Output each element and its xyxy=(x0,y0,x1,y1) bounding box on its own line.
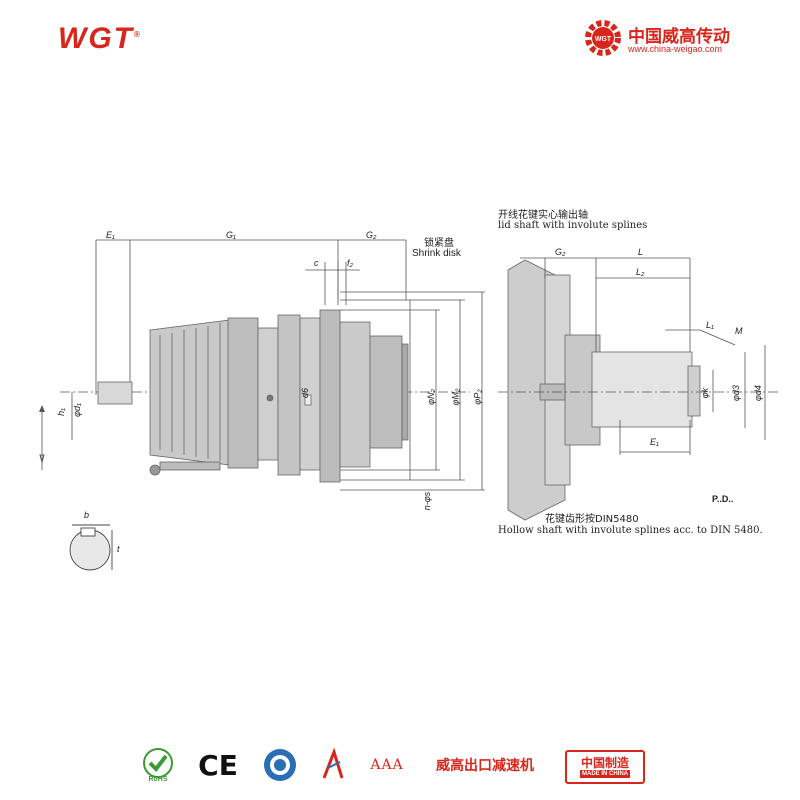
dim-h1-label: h₁ xyxy=(55,408,66,416)
shaft-l2-label: L₂ xyxy=(636,267,645,277)
pd-label: P..D.. xyxy=(712,494,734,504)
shaft-d4-label: φd4 xyxy=(752,385,763,401)
brand-text: WGT xyxy=(58,22,134,55)
hollow-shaft-cn-label: 花键齿形按DIN5480 xyxy=(545,514,639,525)
dim-f2-label: f₂ xyxy=(347,258,353,268)
shaft-l1-label: L₁ xyxy=(706,320,714,330)
made-in-china-badge: 中国制造 MADE IN CHINA xyxy=(565,750,645,784)
shrink-disk-en-label: Shrink disk xyxy=(412,248,461,259)
solid-shaft-en-label: lid shaft with involute splines xyxy=(498,220,648,231)
shrink-disk-cn-label: 锁紧盘 xyxy=(424,238,454,249)
svg-text:WGT: WGT xyxy=(595,36,612,43)
iso-cert-icon xyxy=(260,745,300,785)
hollow-shaft-en-label: Hollow shaft with involute splines acc. … xyxy=(498,525,763,536)
quality-mark-icon xyxy=(315,745,351,785)
dim-c-label: c xyxy=(314,258,319,268)
dim-d1-label: φd₁ xyxy=(71,403,82,417)
shaft-g2-label: G₂ xyxy=(555,247,566,257)
aaa-rating: AAA xyxy=(370,757,404,773)
dim-g1-label: G₁ xyxy=(226,230,236,240)
partner-name: 中国威高传动 xyxy=(628,27,730,46)
rohs-icon: RoHS xyxy=(140,745,176,785)
shaft-l-label: L xyxy=(638,247,644,257)
registered-mark: ® xyxy=(133,30,142,39)
made-in-china-cn: 中国制造 xyxy=(580,756,629,770)
dim-p2-label: φP₂ xyxy=(472,389,483,405)
dim-n2-label: φN₂ xyxy=(425,389,436,405)
made-in-china-en: MADE IN CHINA xyxy=(580,770,630,778)
shaft-m-label: M xyxy=(735,326,743,336)
partner-url: www.china-weigao.com xyxy=(628,44,723,54)
brand-logo: WGT® xyxy=(58,22,142,56)
export-gearbox-text: 威高出口减速机 xyxy=(436,758,534,774)
shaft-d3-label: φd3 xyxy=(730,385,741,401)
dim-ns-label: n-φs xyxy=(422,491,433,511)
dim-d6-label: d6 xyxy=(300,387,311,399)
dim-t-label: t xyxy=(117,544,120,554)
dim-m2-label: φM₂ xyxy=(450,388,461,406)
dim-b-label: b xyxy=(84,510,90,520)
ce-mark: CE xyxy=(198,748,238,782)
dim-e1-label: E₁ xyxy=(106,230,115,240)
gear-logo-icon: WGT xyxy=(585,20,621,56)
solid-shaft-cn-label: 开线花键实心输出轴 xyxy=(498,210,588,221)
rohs-text: RoHS xyxy=(148,776,167,783)
dim-g2-label: G₂ xyxy=(366,230,377,240)
shaft-e1-label: E₁ xyxy=(650,437,659,447)
shaft-k-label: φk xyxy=(700,387,711,399)
certification-bar: RoHS CE AAA 威高出口减速机 中国制造 MADE IN CHINA xyxy=(140,745,660,785)
